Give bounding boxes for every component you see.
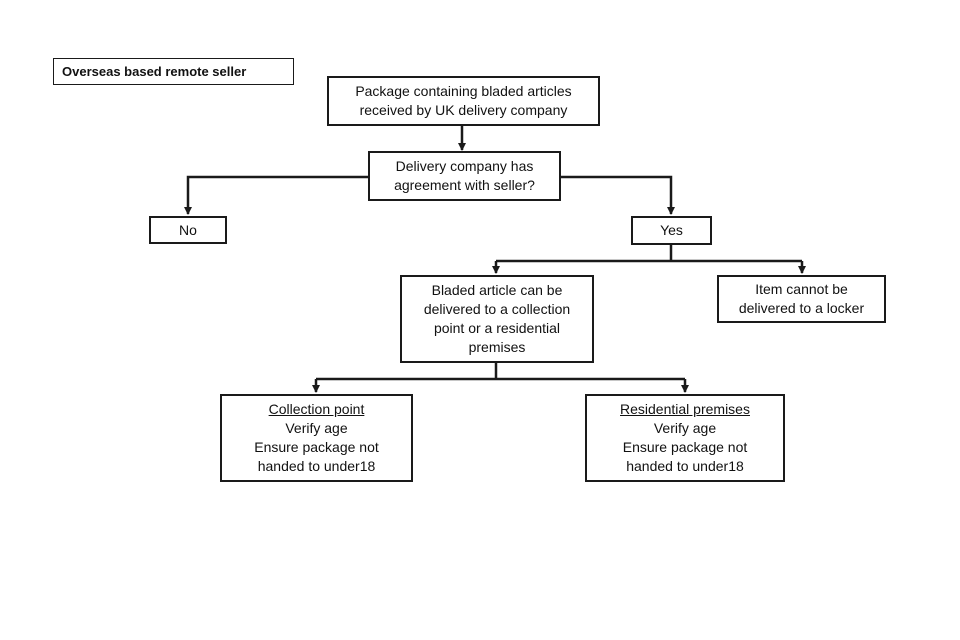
delivery-node-line: delivered to a collection [423, 301, 571, 317]
diagram-title-box: Overseas based remote seller [53, 58, 294, 85]
arrow-question-to-yes [560, 175, 675, 215]
residential-premises-heading: Residential premises [620, 401, 750, 417]
delivery-node: Bladed article can be delivered to a col… [400, 275, 594, 363]
residential-premises-line: Verify age [653, 420, 717, 436]
no-label: No [179, 221, 197, 238]
start-node-line: received by UK delivery company [359, 102, 568, 118]
start-node-line: Package containing bladed articles [355, 83, 572, 99]
delivery-node-line: premises [468, 339, 526, 355]
collection-point-line: handed to under18 [257, 458, 376, 474]
collection-point-node: Collection point Verify age Ensure packa… [220, 394, 413, 482]
locker-node-line: Item cannot be [755, 281, 848, 297]
delivery-node-line: point or a residential [433, 320, 561, 336]
no-node: No [149, 216, 227, 244]
start-node: Package containing bladed articles recei… [327, 76, 600, 126]
yes-label: Yes [660, 222, 683, 238]
residential-premises-line: Ensure package not [622, 439, 748, 455]
diagram-title: Overseas based remote seller [62, 64, 247, 79]
residential-premises-node: Residential premises Verify age Ensure p… [585, 394, 785, 482]
locker-node: Item cannot be delivered to a locker [717, 275, 886, 323]
decision-node-line: agreement with seller? [394, 177, 535, 193]
collection-point-line: Verify age [285, 420, 348, 436]
yes-node: Yes [631, 216, 712, 245]
decision-node: Delivery company has agreement with sell… [368, 151, 561, 201]
locker-node-line: delivered to a locker [738, 300, 865, 316]
collection-point-line: Ensure package not [254, 439, 379, 455]
decision-node-line: Delivery company has [395, 158, 534, 174]
residential-premises-line: handed to under18 [626, 458, 744, 474]
collection-point-heading: Collection point [268, 401, 365, 417]
delivery-node-line: Bladed article can be [431, 282, 563, 298]
arrow-question-to-no [184, 175, 369, 215]
